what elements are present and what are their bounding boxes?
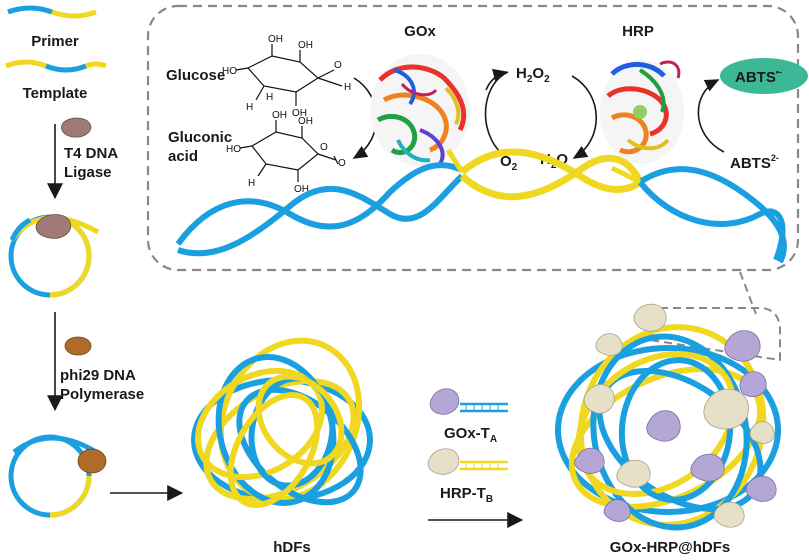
svg-text:HO: HO (226, 144, 241, 155)
svg-text:OH: OH (298, 40, 313, 51)
svg-text:OH: OH (294, 184, 309, 195)
h2o2-label: H2O2 (516, 65, 550, 85)
abts-radical-oval (720, 58, 808, 94)
step1-enzyme-line1: T4 DNA (64, 145, 118, 162)
t4-ligase-icon (61, 117, 92, 138)
template-strand-icon (5, 59, 107, 73)
h2o2-to-h2o-arrow (571, 75, 597, 159)
hrp-label: HRP (622, 23, 654, 40)
svg-text:H: H (266, 92, 273, 103)
template-label: Template (23, 85, 88, 102)
gluconolactone-structure-icon (239, 120, 339, 182)
svg-text:O: O (338, 158, 346, 169)
gluconic-acid-line1: Gluconic (168, 129, 232, 146)
hrp-tb-conjugate-icon (427, 448, 508, 475)
gox-ta-label: GOx-TA (444, 425, 497, 445)
svg-text:H: H (246, 102, 253, 113)
gox-label: GOx (404, 23, 436, 40)
abts-oxidation-arrow (697, 79, 725, 153)
svg-text:OH: OH (292, 108, 307, 119)
gox-ta-conjugate-icon (429, 388, 508, 415)
phi29-polymerase-icon (64, 336, 92, 356)
abts-radical-label: ABTS•- (735, 67, 782, 86)
hrp-ribbon-structure (600, 60, 684, 164)
step1-enzyme-line2: Ligase (64, 164, 112, 181)
product-enzyme-blobs (574, 303, 777, 528)
ligated-circle-icon (8, 214, 100, 298)
svg-text:OH: OH (268, 34, 283, 45)
inset-dna-helix (175, 148, 787, 264)
gluconic-acid-line2: acid (168, 148, 198, 165)
glucose-label: Glucose (166, 67, 225, 84)
rca-circle-icon (8, 434, 107, 518)
o2-label: O2 (500, 153, 518, 173)
abts-reduced-label: ABTS2- (730, 153, 779, 172)
step2-enzyme-line1: phi29 DNA (60, 367, 136, 384)
glucose-structure-icon (235, 44, 343, 106)
svg-text:H: H (248, 178, 255, 189)
hdfs-label: hDFs (273, 539, 311, 556)
svg-text:O: O (334, 60, 342, 71)
primer-strand-icon (7, 5, 97, 19)
svg-text:H: H (344, 82, 351, 93)
svg-text:OH: OH (272, 110, 287, 121)
step2-enzyme-line2: Polymerase (60, 386, 144, 403)
hrp-tb-label: HRP-TB (440, 485, 493, 505)
svg-text:O: O (320, 142, 328, 153)
hdfs-nanoflower-icon (191, 337, 373, 508)
gox-ribbon-structure (370, 54, 470, 166)
svg-text:HO: HO (222, 66, 237, 77)
h2o2-production-arrow (485, 68, 508, 91)
primer-label: Primer (31, 33, 79, 50)
zoom-region-outline (648, 307, 781, 362)
svg-text:OH: OH (298, 116, 313, 127)
zoom-connector-line (739, 271, 757, 315)
product-label: GOx-HRP@hDFs (610, 539, 730, 556)
cascade-inset-box (146, 4, 800, 272)
